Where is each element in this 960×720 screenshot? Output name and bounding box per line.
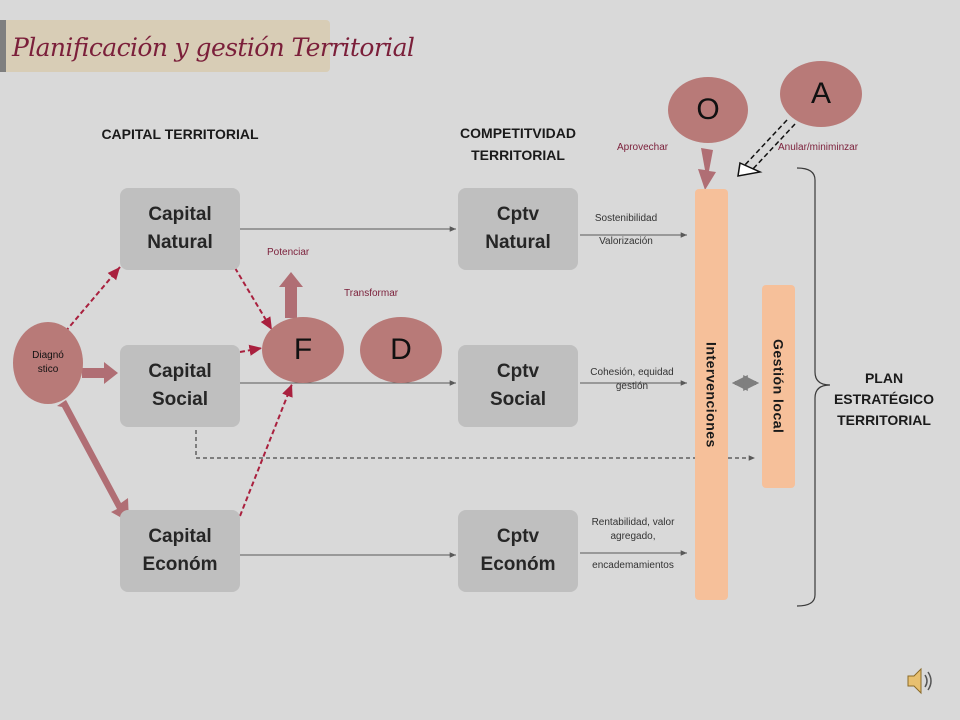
circle-amenazas: A	[780, 61, 862, 127]
label-aprovechar: Aprovechar	[617, 142, 669, 153]
capital-social-label: Capital Social	[148, 361, 212, 410]
block-arrow-aprovechar	[698, 148, 716, 190]
page-title: Planificación y gestión Territorial	[12, 33, 415, 62]
capital-economico-box: Capital Económ	[120, 510, 240, 592]
capital-natural-label: Capital Natural	[147, 204, 213, 253]
dashed-natural-to-f	[234, 267, 273, 331]
block-arrow-diag-to-economico	[57, 400, 129, 522]
dashed-a-arrowhead	[737, 161, 763, 177]
label-cohesion: Cohesión, equidad gestión	[590, 367, 674, 392]
cptv-social-box: Cptv Social	[458, 345, 578, 427]
cptv-natural-label: Cptv Natural	[485, 204, 551, 253]
intervenciones-bar	[695, 189, 728, 600]
cptv-economico-box: Cptv Económ	[458, 510, 578, 592]
capital-social-box: Capital Social	[120, 345, 240, 427]
curly-bracket	[796, 167, 831, 607]
dashed-social-to-gestion	[195, 430, 755, 461]
heading-competitividad: COMPETITVIDAD TERRITORIAL	[460, 125, 576, 163]
speaker-icon[interactable]	[903, 664, 937, 698]
label-encadenamientos: encademamientos	[592, 560, 674, 571]
block-arrow-diag-to-social	[82, 362, 118, 384]
gestion-local-bar	[762, 285, 795, 488]
label-rentabilidad: Rentabilidad, valor agregado,	[591, 517, 675, 542]
title-bar	[0, 20, 330, 72]
dashed-diag-to-natural	[59, 266, 121, 339]
plan-estrategico-label: PLAN ESTRATÉGICO TERRITORIAL	[833, 370, 935, 428]
circle-oportunidades: O	[668, 77, 748, 143]
circle-fortalezas: F	[262, 317, 344, 383]
diagnostico-node: Diagnó stico	[13, 322, 83, 404]
cptv-social-label: Cptv Social	[490, 361, 546, 410]
dashed-a-to-intervenciones-1	[743, 119, 788, 167]
capital-natural-box: Capital Natural	[120, 188, 240, 270]
dashed-social-to-f	[239, 344, 263, 356]
block-arrow-potenciar	[279, 272, 303, 318]
label-potenciar: Potenciar	[267, 247, 310, 258]
circle-debilidades: D	[360, 317, 442, 383]
capital-economico-label: Capital Económ	[142, 526, 218, 575]
cptv-natural-box: Cptv Natural	[458, 188, 578, 270]
label-transformar: Transformar	[344, 288, 399, 299]
dashed-a-to-intervenciones-2	[751, 123, 796, 171]
heading-capital-territorial: CAPITAL TERRITORIAL	[101, 126, 259, 142]
label-anular: Anular/miniminzar	[778, 142, 859, 153]
title-accent	[0, 20, 6, 72]
dashed-economico-to-f	[239, 383, 293, 517]
label-sostenibilidad: Sostenibilidad	[594, 213, 658, 224]
intervenciones-label: Intervenciones	[703, 341, 720, 448]
label-valorizacion: Valorización	[599, 236, 653, 247]
cptv-economico-label: Cptv Económ	[480, 526, 556, 575]
gestion-local-label: Gestión local	[770, 339, 787, 434]
